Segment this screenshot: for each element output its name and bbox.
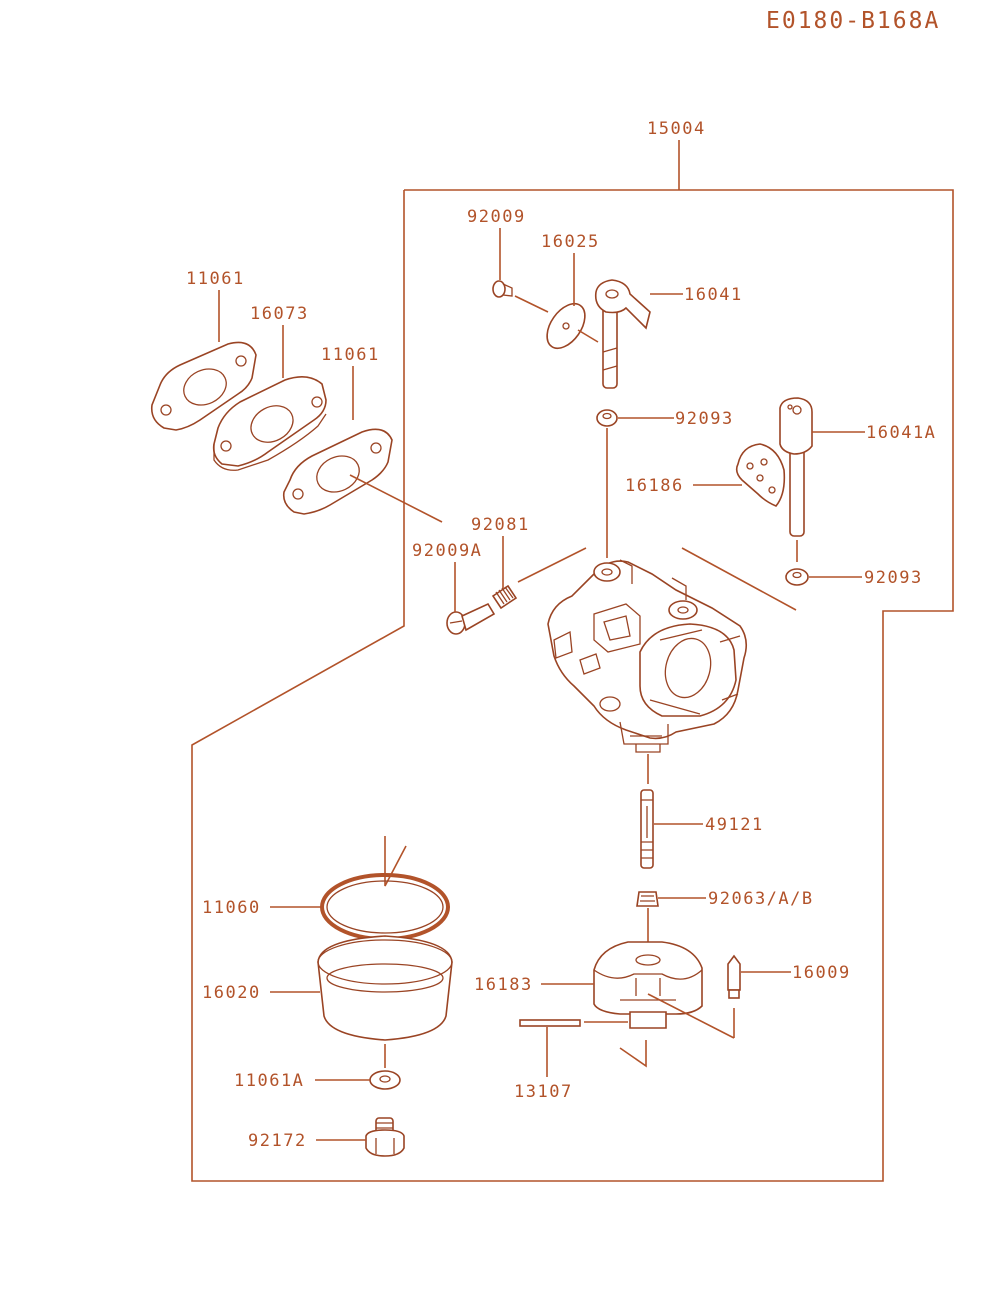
throttle-plate-16186[interactable] [735,443,786,507]
gasket-11061-right[interactable] [282,428,393,515]
diagram-code: E0180-B168A [766,8,940,34]
idle-screw-92009A[interactable] [446,602,496,635]
float-needle-16009[interactable] [727,954,741,999]
label-92009[interactable]: 92009 [467,207,526,227]
choke-plate-16025[interactable] [539,297,592,355]
throttle-shaft-16041A[interactable] [779,397,813,537]
label-16009[interactable]: 16009 [792,963,851,983]
drain-bolt-92172[interactable] [365,1117,405,1157]
label-16020[interactable]: 16020 [202,983,261,1003]
label-16073[interactable]: 16073 [250,304,309,324]
label-11060[interactable]: 11060 [202,898,261,918]
label-11061-right[interactable]: 11061 [321,345,380,365]
label-16183[interactable]: 16183 [474,975,533,995]
label-13107[interactable]: 13107 [514,1082,573,1102]
label-16041A[interactable]: 16041A [866,423,936,443]
label-92081[interactable]: 92081 [471,515,530,535]
label-92093-top[interactable]: 92093 [675,409,734,429]
choke-shaft-16041[interactable] [594,279,651,389]
label-16041[interactable]: 16041 [684,285,743,305]
screw-92009[interactable] [492,280,513,298]
assembly-boundary [191,189,954,1182]
gasket-11061A[interactable] [369,1070,401,1090]
carburetor-body[interactable] [547,547,797,753]
gasket-11061-left[interactable] [150,341,257,431]
gasket-alignment-line [349,474,443,523]
plate-alignment-line [577,329,599,343]
label-49121[interactable]: 49121 [705,815,764,835]
seal-92093-bottom[interactable] [785,568,809,586]
label-11061A[interactable]: 11061A [234,1071,304,1091]
seal-92093-top[interactable] [596,409,618,427]
oring-alignment-line [384,836,407,887]
emulsion-tube-49121[interactable] [640,789,654,869]
insulator-16073[interactable] [212,376,327,471]
screw-alignment-line [514,295,549,313]
body-alignment-line [681,547,797,611]
pin-bracket-line [619,1040,647,1068]
spring-92081[interactable] [491,584,518,610]
label-92009A[interactable]: 92009A [412,541,482,561]
float-chamber-16020[interactable] [317,935,453,1041]
label-92063[interactable]: 92063/A/B [708,889,814,909]
label-92172[interactable]: 92172 [248,1131,307,1151]
label-16186[interactable]: 16186 [625,476,684,496]
main-jet-92063[interactable] [636,891,659,907]
float-16183[interactable] [593,941,703,1029]
label-92093-bottom[interactable]: 92093 [864,568,923,588]
label-15004[interactable]: 15004 [647,119,706,139]
needle-alignment-line [647,993,735,1039]
label-16025[interactable]: 16025 [541,232,600,252]
float-pin-13107[interactable] [519,1019,581,1027]
label-11061-left[interactable]: 11061 [186,269,245,289]
screw-alignment-line-2 [517,547,587,583]
